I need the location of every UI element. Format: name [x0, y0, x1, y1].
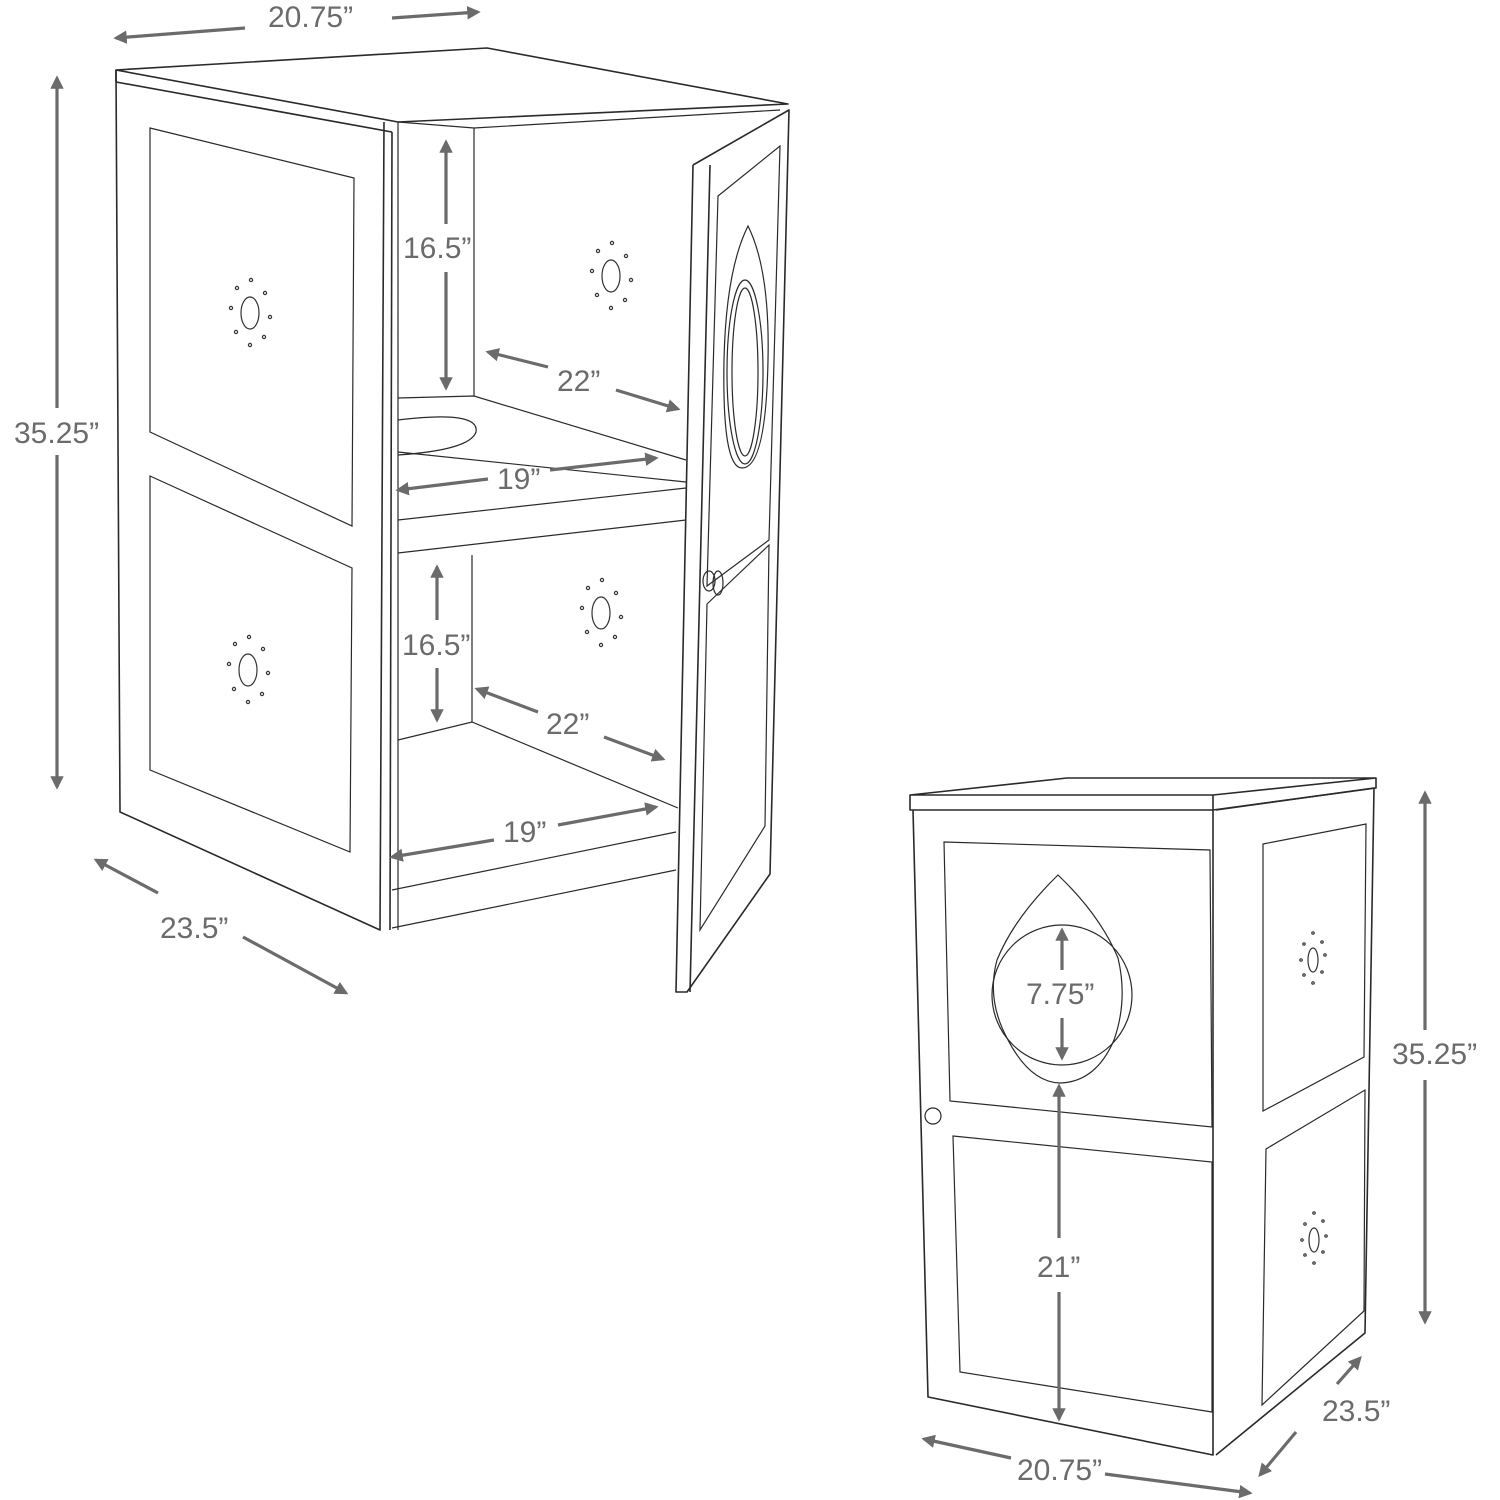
lower-width-label: 19”	[503, 816, 546, 849]
upper-depth-label: 22”	[557, 365, 600, 398]
hole-height-label: 21”	[1037, 1251, 1080, 1284]
entry-hole-label: 7.75”	[1026, 978, 1094, 1011]
open-door	[675, 109, 790, 993]
entry-hole-icon	[991, 874, 1133, 1084]
closed-depth-label: 23.5”	[1322, 1395, 1390, 1428]
closed-view-dimensions: 7.75” 21” 35.25” 20.75” 23.5”	[921, 790, 1477, 1499]
upper-height-label: 16.5”	[403, 232, 471, 265]
vent-icon	[1299, 931, 1327, 985]
closed-cabinet-view	[909, 777, 1377, 1456]
lower-height-label: 16.5”	[402, 629, 470, 662]
door-knob-icon	[702, 570, 724, 596]
open-view-dimensions: 20.75” 35.25” 23.5” 16.5” 22” 19” 16.5” …	[14, 1, 681, 995]
overall-height-label: 35.25”	[14, 417, 99, 450]
closed-height-label: 35.25”	[1392, 1038, 1477, 1071]
vent-icon	[1300, 1211, 1328, 1265]
open-cabinet-view	[115, 47, 790, 993]
closed-width-label: 20.75”	[1017, 1454, 1102, 1487]
vent-icon	[226, 634, 271, 705]
door-knob-icon	[924, 1107, 942, 1125]
overall-width-label: 20.75”	[268, 1, 353, 34]
lower-depth-label: 22”	[546, 708, 589, 741]
vent-icon	[228, 277, 273, 348]
vent-icon	[589, 240, 634, 311]
vent-icon	[579, 577, 624, 648]
upper-width-label: 19”	[497, 463, 540, 496]
overall-depth-label: 23.5”	[160, 912, 228, 945]
